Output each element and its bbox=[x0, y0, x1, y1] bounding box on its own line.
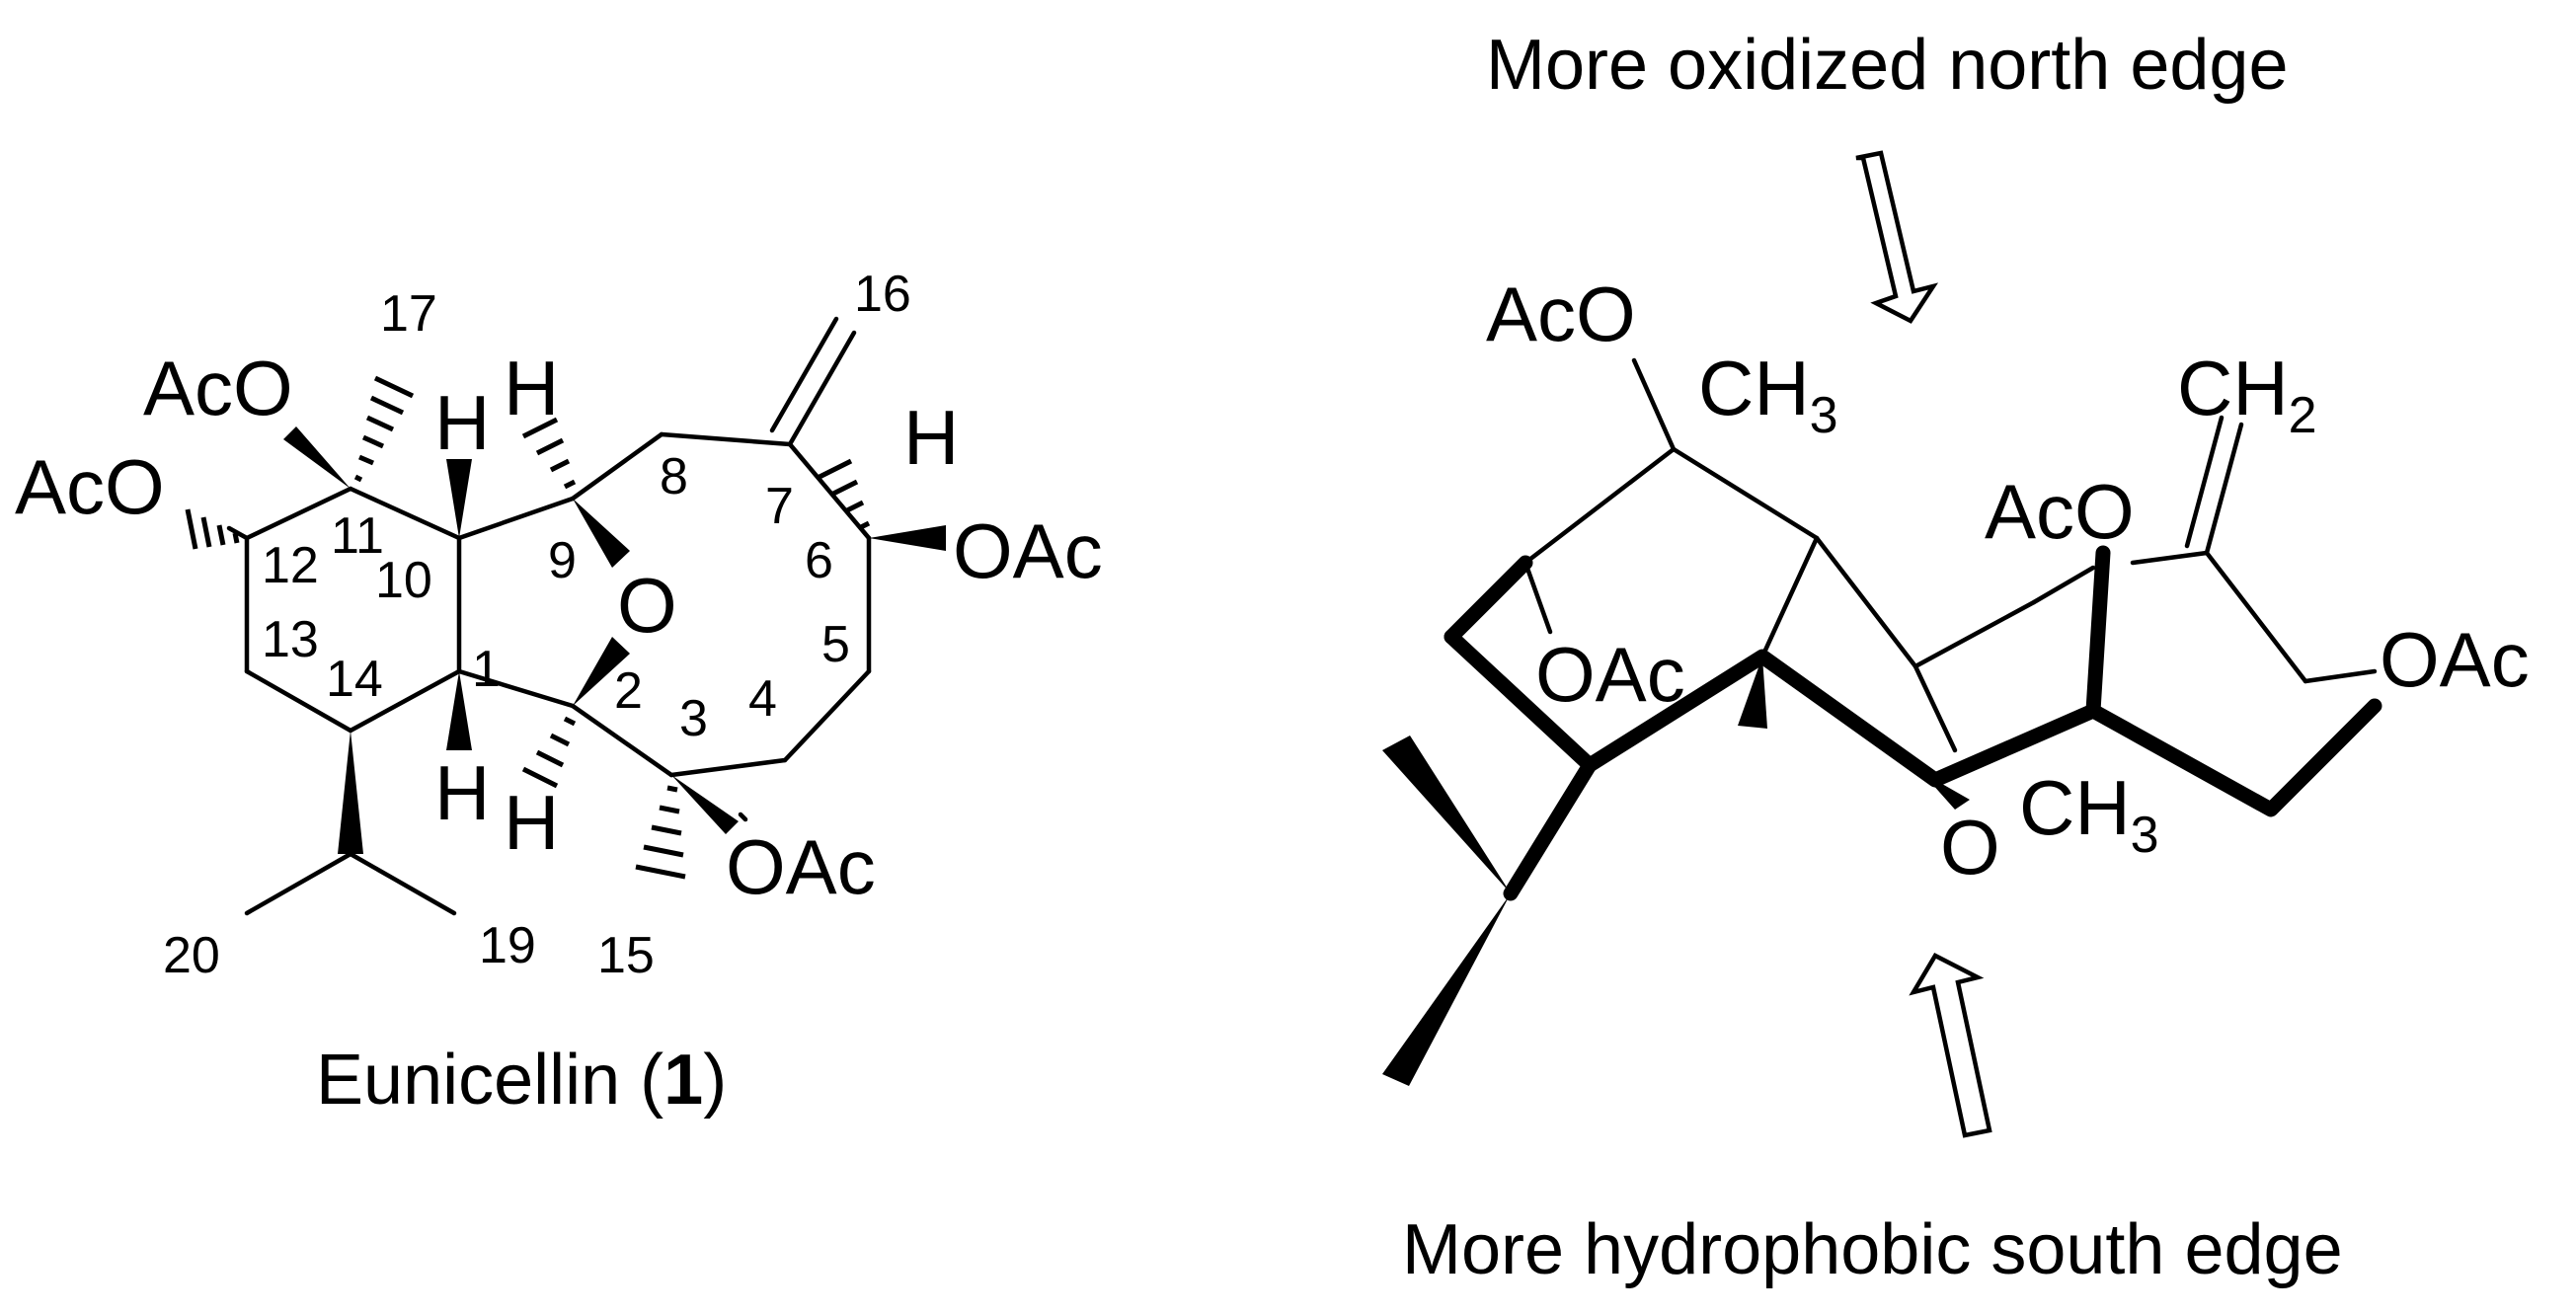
north-edge-annotation: More oxidized north edge bbox=[1486, 26, 2289, 105]
thin-bonds bbox=[1522, 357, 2378, 753]
acetoxy-c3-label: OAc bbox=[726, 823, 876, 910]
atom-number: 12 bbox=[262, 537, 319, 594]
methylene-label: CH2 bbox=[2177, 345, 2317, 444]
atom-number: 17 bbox=[380, 285, 437, 343]
group-labels-3d: AcO CH3 CH2 AcO OAc OAc O CH3 bbox=[1486, 271, 2530, 890]
methyl-bottom-label: CH3 bbox=[2019, 764, 2159, 864]
ether-oxygen-label: O bbox=[617, 562, 677, 649]
up-arrow-icon bbox=[1909, 953, 1992, 1138]
acetoxy-right-label: OAc bbox=[2380, 616, 2530, 703]
acetoxy-mid-label: AcO bbox=[1985, 468, 2135, 555]
hydrogen-c1-label: H bbox=[434, 749, 490, 836]
acetoxy-top-label: AcO bbox=[1486, 271, 1636, 357]
atom-number: 3 bbox=[679, 690, 708, 747]
atom-number: 13 bbox=[262, 611, 319, 668]
atom-number: 4 bbox=[748, 670, 777, 728]
hydrogen-c6-label: H bbox=[903, 394, 959, 481]
methyl-top-label: CH3 bbox=[1698, 345, 1838, 444]
atom-number: 1 bbox=[472, 641, 501, 698]
hydrogen-c9-label: H bbox=[504, 345, 559, 431]
atom-number: 6 bbox=[805, 532, 833, 589]
atom-number: 2 bbox=[614, 662, 643, 720]
atom-numbering: 1 2 3 4 5 6 7 8 9 10 11 12 13 14 15 16 1… bbox=[163, 266, 911, 984]
atom-number: 11 bbox=[331, 507, 384, 565]
atom-number: 8 bbox=[660, 448, 688, 505]
stereo-hashes bbox=[185, 375, 871, 880]
stereo-wedges bbox=[283, 426, 946, 854]
acetoxy-c11-label: AcO bbox=[143, 345, 293, 431]
eunicellin-3d-conformation: More oxidized north edge More hydrophobi… bbox=[1382, 26, 2530, 1289]
stereo-wedges-3d bbox=[1382, 657, 1970, 1086]
south-edge-annotation: More hydrophobic south edge bbox=[1402, 1210, 2343, 1289]
group-labels: AcO AcO OAc OAc O H H H H H bbox=[15, 345, 1103, 910]
atom-number: 10 bbox=[375, 552, 432, 609]
skeleton-bonds bbox=[226, 316, 872, 916]
acetoxy-c12-label: AcO bbox=[15, 443, 165, 530]
atom-number: 5 bbox=[821, 616, 850, 673]
ether-oxygen-3d-label: O bbox=[1940, 804, 2000, 890]
down-arrow-icon bbox=[1855, 150, 1939, 324]
thick-bonds bbox=[1444, 545, 2382, 901]
atom-number: 14 bbox=[326, 651, 383, 708]
atom-number: 16 bbox=[854, 266, 911, 323]
atom-number: 19 bbox=[479, 917, 536, 974]
hydrogen-c10-label: H bbox=[434, 379, 490, 466]
atom-number: 20 bbox=[163, 927, 220, 984]
atom-number: 7 bbox=[765, 478, 794, 535]
hydrogen-c2-label: H bbox=[504, 779, 559, 866]
atom-number: 15 bbox=[597, 927, 655, 984]
atom-number: 9 bbox=[548, 532, 577, 589]
compound-caption: Eunicellin (1) bbox=[316, 1041, 727, 1120]
acetoxy-left-label: OAc bbox=[1535, 631, 1685, 718]
eunicellin-2d-structure: AcO AcO OAc OAc O H H H H H 1 2 3 4 5 6 … bbox=[15, 266, 1103, 1120]
acetoxy-c6-label: OAc bbox=[953, 507, 1103, 594]
